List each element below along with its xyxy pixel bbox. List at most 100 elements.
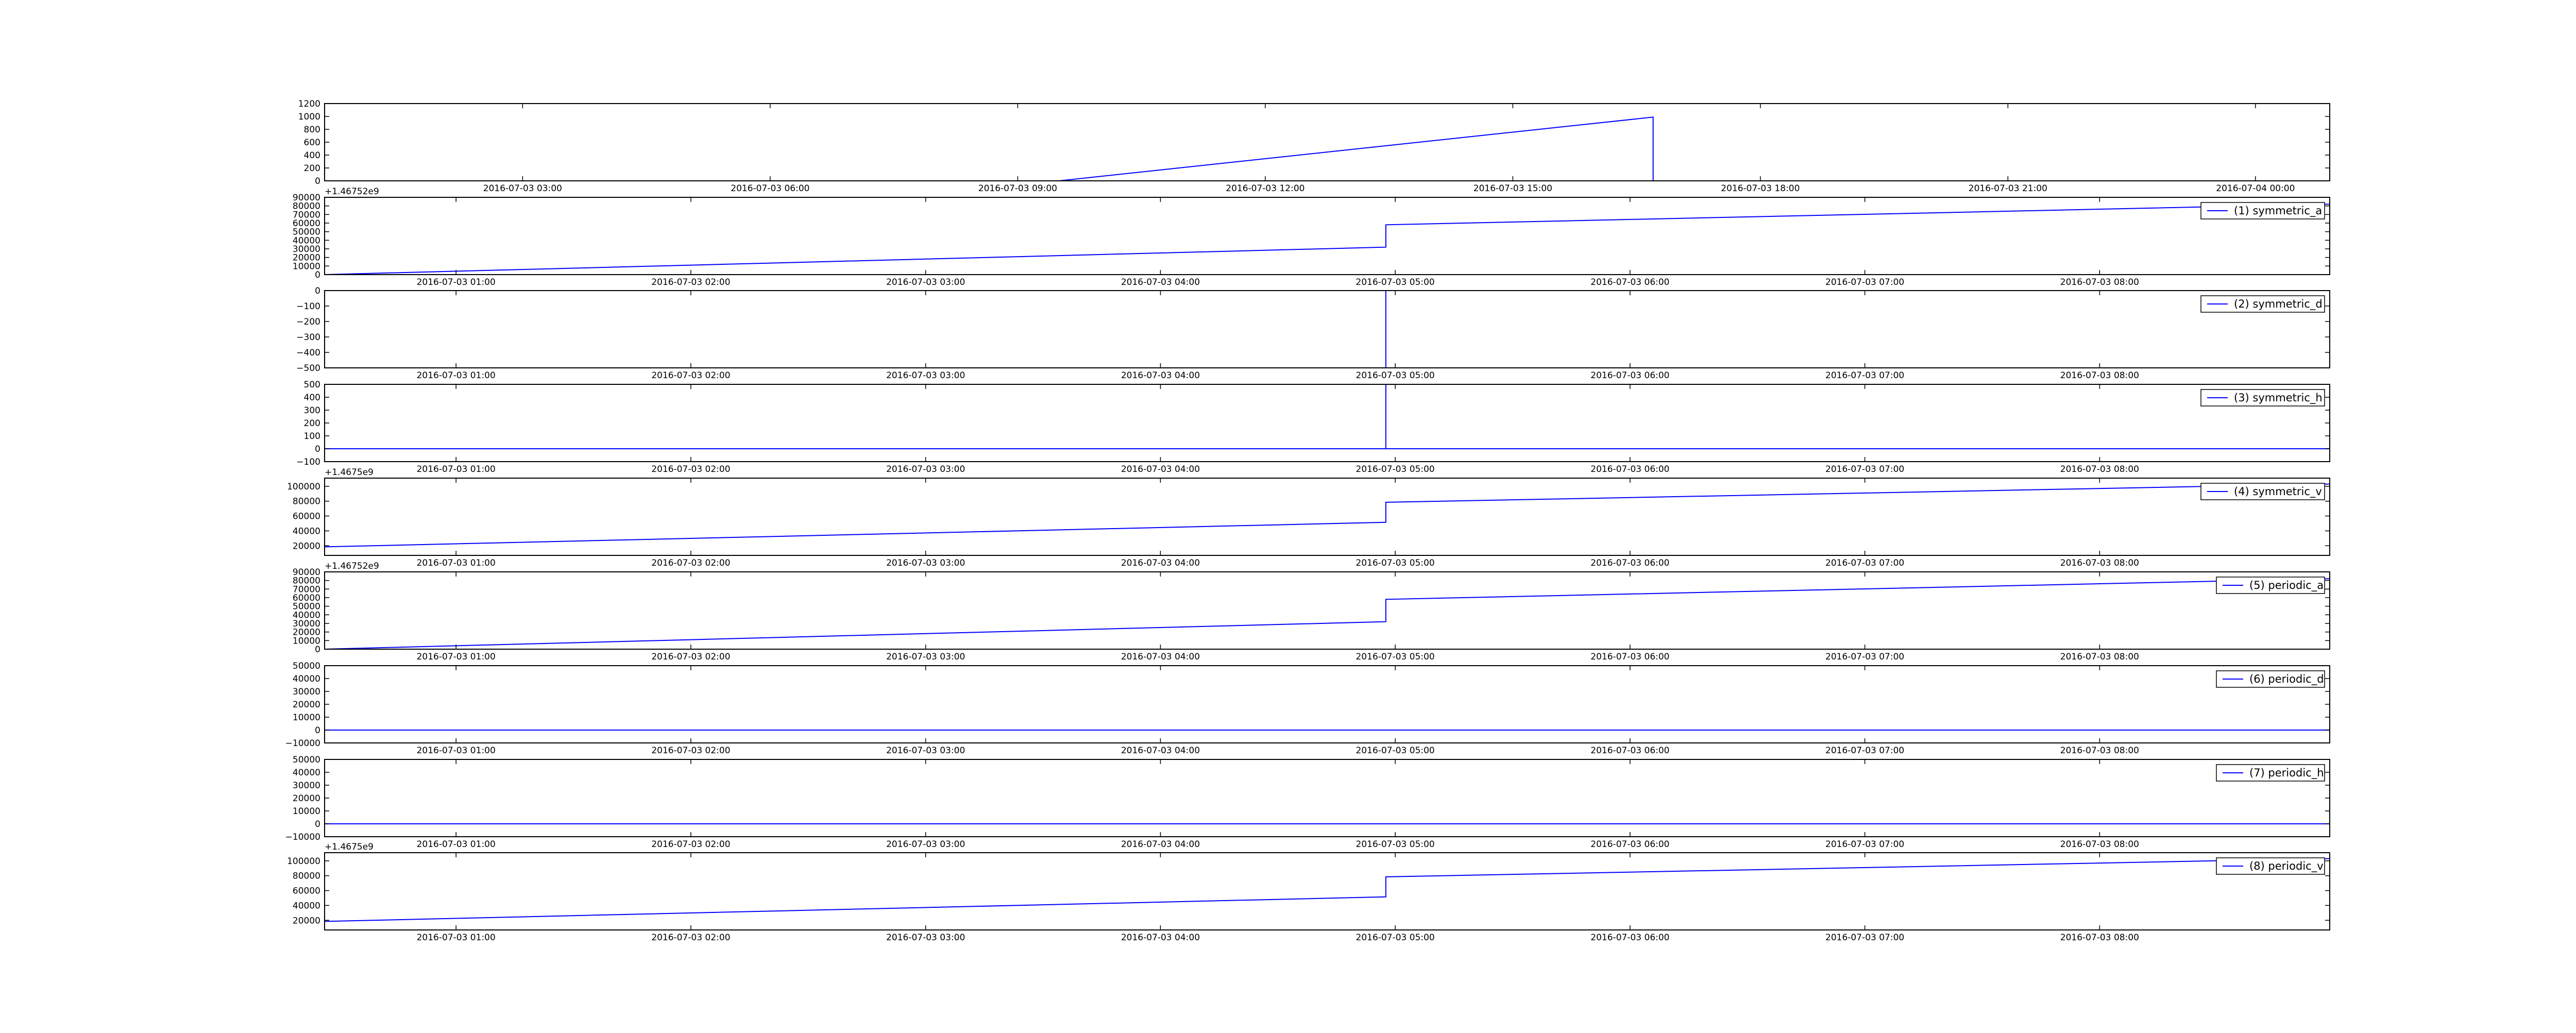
x-tick-label: 2016-07-03 15:00 — [1473, 183, 1552, 194]
axes-frame — [324, 384, 2330, 462]
x-tick-label: 2016-07-03 03:00 — [886, 558, 965, 568]
x-tick-label: 2016-07-03 07:00 — [1825, 277, 1904, 287]
x-tick-label: 2016-07-03 01:00 — [417, 370, 496, 381]
x-tick-label: 2016-07-03 05:00 — [1356, 652, 1435, 662]
y-tick-label: 10000 — [293, 806, 320, 817]
y-tick-label: 100000 — [287, 482, 320, 492]
x-tick-label: 2016-07-03 03:00 — [886, 839, 965, 850]
y-tick-label: −300 — [296, 332, 320, 343]
x-tick-label: 2016-07-03 04:00 — [1121, 277, 1200, 287]
axes-frame — [324, 571, 2330, 650]
y-tick-label: 10000 — [293, 261, 320, 272]
x-tick-label: 2016-07-03 06:00 — [1590, 746, 1669, 756]
x-tick-label: 2016-07-03 08:00 — [2060, 839, 2139, 850]
x-tick-label: 2016-07-03 05:00 — [1356, 933, 1435, 943]
x-tick-label: 2016-07-03 04:00 — [1121, 558, 1200, 568]
x-tick-label: 2016-07-03 08:00 — [2060, 277, 2139, 287]
y-tick-label: 0 — [315, 819, 320, 829]
y-tick-label: 70000 — [293, 210, 320, 220]
y-tick-label: 30000 — [293, 619, 320, 629]
y-tick-label: 40000 — [293, 674, 320, 684]
x-tick-label: 2016-07-03 03:00 — [886, 464, 965, 475]
x-tick-label: 2016-07-03 07:00 — [1825, 933, 1904, 943]
y-tick-label: 90000 — [293, 567, 320, 578]
legend-5: (4) symmetric_v — [2200, 483, 2325, 500]
series-line-1-1 — [325, 116, 2330, 181]
x-tick-label: 2016-07-03 07:00 — [1825, 464, 1904, 475]
x-tick-label: 2016-07-03 04:00 — [1121, 933, 1200, 943]
legend-9: (8) periodic_v — [2216, 857, 2325, 875]
legend-label: (5) periodic_a — [2249, 579, 2324, 592]
x-tick-label: 2016-07-03 01:00 — [417, 933, 496, 943]
legend-7: (6) periodic_d — [2216, 670, 2325, 688]
axes-frame — [324, 478, 2330, 556]
series-line-6-1 — [324, 578, 2330, 650]
x-tick-label: 2016-07-03 08:00 — [2060, 464, 2139, 475]
y-tick-label: 0 — [315, 725, 320, 736]
series-line-4-1 — [325, 384, 2330, 449]
x-tick-label: 2016-07-03 07:00 — [1825, 746, 1904, 756]
legend-label: (6) periodic_d — [2249, 673, 2324, 686]
x-tick-label: 2016-07-03 03:00 — [886, 746, 965, 756]
x-tick-label: 2016-07-03 05:00 — [1356, 277, 1435, 287]
y-tick-label: 0 — [315, 176, 320, 187]
x-tick-label: 2016-07-03 18:00 — [1721, 183, 1800, 194]
y-offset-label: +1.46752e9 — [325, 187, 379, 197]
x-tick-label: 2016-07-03 08:00 — [2060, 558, 2139, 568]
y-tick-label: −100 — [296, 457, 320, 467]
y-tick-label: 200 — [304, 163, 320, 174]
x-tick-label: 2016-07-03 07:00 — [1825, 652, 1904, 662]
y-tick-label: 100000 — [287, 856, 320, 867]
legend-label: (7) periodic_h — [2249, 767, 2324, 780]
y-tick-label: −10000 — [285, 832, 320, 842]
y-tick-label: −200 — [296, 317, 320, 327]
y-tick-label: −10000 — [285, 738, 320, 749]
y-tick-label: 100 — [304, 431, 320, 442]
x-tick-label: 2016-07-03 03:00 — [483, 183, 562, 194]
x-tick-label: 2016-07-03 04:00 — [1121, 464, 1200, 475]
y-tick-label: 40000 — [293, 526, 320, 536]
y-tick-label: 10000 — [293, 713, 320, 723]
y-tick-label: 400 — [304, 393, 320, 403]
x-tick-label: 2016-07-03 03:00 — [886, 277, 965, 287]
legend-box — [2200, 202, 2325, 219]
y-tick-label: 20000 — [293, 700, 320, 710]
y-tick-label: 300 — [304, 405, 320, 416]
x-tick-label: 2016-07-03 06:00 — [1590, 464, 1669, 475]
legend-8: (7) periodic_h — [2216, 764, 2325, 782]
y-tick-label: 20000 — [293, 253, 320, 263]
y-offset-label: +1.4675e9 — [325, 467, 374, 478]
x-tick-label: 2016-07-03 01:00 — [417, 652, 496, 662]
x-tick-label: 2016-07-03 04:00 — [1121, 839, 1200, 850]
x-tick-label: 2016-07-03 03:00 — [886, 370, 965, 381]
y-tick-label: 20000 — [293, 916, 320, 926]
x-tick-label: 2016-07-03 02:00 — [651, 746, 730, 756]
x-tick-label: 2016-07-03 08:00 — [2060, 370, 2139, 381]
x-tick-label: 2016-07-03 05:00 — [1356, 464, 1435, 475]
y-tick-label: −100 — [296, 301, 320, 312]
y-tick-label: 30000 — [293, 687, 320, 697]
y-tick-label: 50000 — [293, 661, 320, 671]
y-tick-label: 60000 — [293, 218, 320, 229]
x-tick-label: 2016-07-03 08:00 — [2060, 746, 2139, 756]
y-tick-label: 600 — [304, 138, 320, 148]
axes-frame — [324, 852, 2330, 930]
y-tick-label: 400 — [304, 150, 320, 161]
y-offset-label: +1.4675e9 — [325, 842, 374, 852]
x-tick-label: 2016-07-03 01:00 — [417, 558, 496, 568]
x-tick-label: 2016-07-03 09:00 — [978, 183, 1057, 194]
y-tick-label: 1200 — [298, 99, 320, 109]
x-tick-label: 2016-07-03 06:00 — [1590, 277, 1669, 287]
x-tick-label: 2016-07-03 05:00 — [1356, 839, 1435, 850]
axes-frame — [324, 197, 2330, 275]
legend-label: (1) symmetric_a — [2234, 205, 2322, 217]
x-tick-label: 2016-07-03 07:00 — [1825, 839, 1904, 850]
x-tick-label: 2016-07-04 00:00 — [2216, 183, 2295, 194]
